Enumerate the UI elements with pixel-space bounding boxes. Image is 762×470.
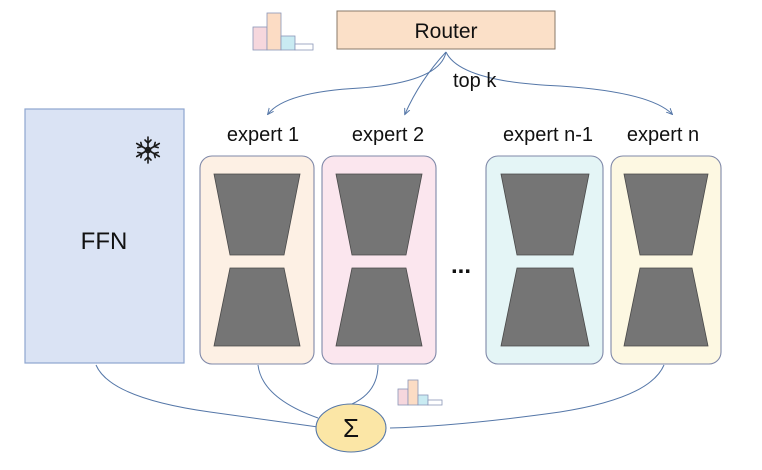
router-label: Router [414, 20, 477, 43]
arrow-to-expert-2 [405, 51, 447, 114]
router-box: Router [336, 10, 556, 50]
expert-2-label: expert 2 [352, 124, 424, 146]
expert-n-block [610, 155, 722, 365]
expert-n-1-encoder-trapezoid [500, 173, 590, 256]
expert-1-to-sum-line [257, 364, 319, 419]
expert-2-decoder-trapezoid [335, 267, 423, 347]
sum-connectors [95, 364, 665, 429]
ffn-block: FFN [24, 108, 185, 364]
arrow-to-expert-1 [268, 51, 447, 114]
ffn-to-sum-line [95, 364, 319, 428]
ellipsis: ... [451, 252, 471, 279]
top-k-label: top k [453, 70, 497, 92]
ffn-label: FFN [81, 228, 128, 255]
sum-node: Σ [315, 403, 387, 453]
router-arrows [268, 51, 672, 114]
expert-1-block [199, 155, 315, 365]
expert-n-1-decoder-trapezoid [500, 267, 590, 347]
expert-n-label: expert n [627, 124, 699, 146]
expert-1-decoder-trapezoid [213, 267, 301, 347]
expert-2-to-sum-line [351, 364, 379, 405]
router-histogram-icon [252, 12, 314, 51]
snowflake-icon [135, 136, 161, 164]
sum-symbol: Σ [343, 413, 359, 443]
expert-n-1-block [485, 155, 604, 365]
expert-1-label: expert 1 [227, 124, 299, 146]
expert-n-to-sum-line [389, 364, 665, 429]
gate-histogram-icon [397, 379, 443, 406]
expert-2-encoder-trapezoid [335, 173, 423, 256]
expert-n-1-label: expert n-1 [503, 124, 593, 146]
expert-1-encoder-trapezoid [213, 173, 301, 256]
expert-n-encoder-trapezoid [623, 173, 709, 256]
expert-n-decoder-trapezoid [623, 267, 709, 347]
arrow-to-expert-n [445, 51, 672, 114]
expert-2-block [321, 155, 437, 365]
